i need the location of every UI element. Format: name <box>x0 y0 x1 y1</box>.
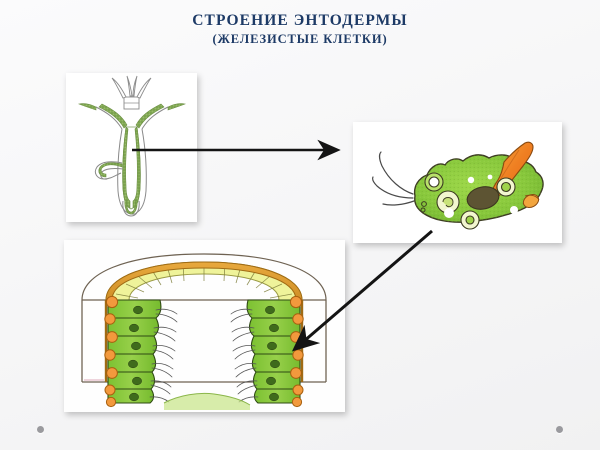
gland-cell-diagram <box>353 122 562 243</box>
hydra-longitudinal-diagram <box>66 73 197 222</box>
decorative-dot-left <box>37 426 44 433</box>
decorative-dot-right <box>556 426 563 433</box>
page-title: СТРОЕНИЕ ЭНТОДЕРМЫ <box>192 12 408 29</box>
slide-title-block: СТРОЕНИЕ ЭНТОДЕРМЫ (ЖЕЛЕЗИСТЫЕ КЛЕТКИ) <box>0 12 600 47</box>
body-wall-cross-section-diagram <box>64 240 345 412</box>
image-panel-gland-cell[interactable] <box>353 122 562 243</box>
image-panel-hydra-longitudinal-section[interactable] <box>66 73 197 222</box>
image-panel-body-wall-cross-section[interactable] <box>64 240 345 412</box>
page-subtitle: (ЖЕЛЕЗИСТЫЕ КЛЕТКИ) <box>212 31 388 46</box>
